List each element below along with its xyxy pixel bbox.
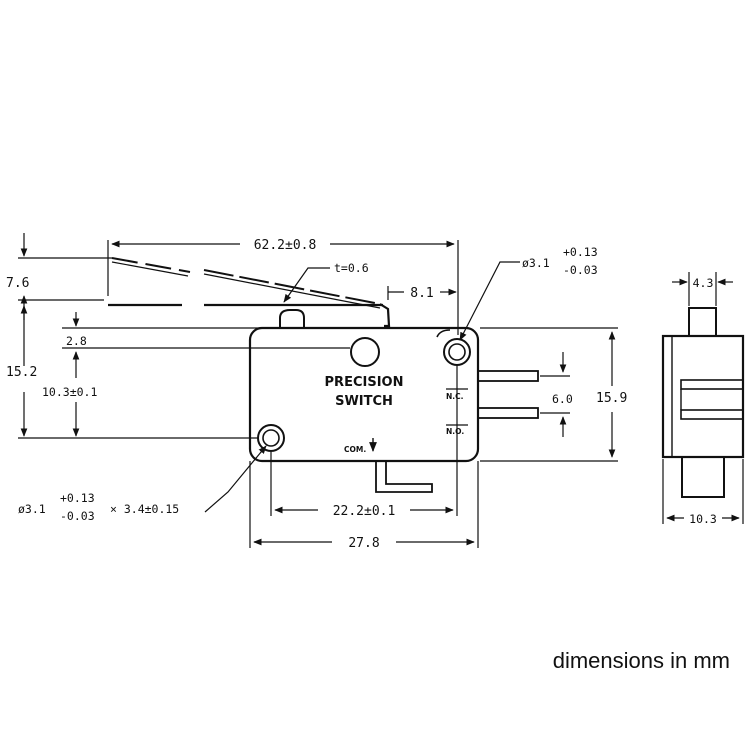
switch-label-line1: PRECISION bbox=[325, 375, 404, 390]
dim-plunger-height: 2.8 bbox=[66, 334, 87, 348]
dim-terminal-spacing: 6.0 bbox=[552, 392, 573, 406]
side-view bbox=[661, 307, 745, 498]
dim-hole-right-tol-minus: -0.03 bbox=[563, 263, 598, 277]
dim-hole-spacing: 22.2±0.1 bbox=[333, 504, 396, 519]
switch-body bbox=[248, 309, 539, 493]
terminal-no-label: N.O. bbox=[446, 427, 464, 436]
dim-side-top-width: 4.3 bbox=[693, 276, 714, 290]
dim-lever-length: 62.2±0.8 bbox=[254, 238, 317, 253]
dim-hole-left-main: ø3.1 bbox=[18, 502, 46, 516]
dim-hole-left-tol-minus: -0.03 bbox=[60, 509, 95, 523]
dim-hole-right-tol-plus: +0.13 bbox=[563, 245, 598, 259]
dim-side-width: 10.3 bbox=[689, 512, 717, 526]
dim-hole-right-main: ø3.1 bbox=[522, 256, 550, 270]
dim-hole-left-suffix: × 3.4±0.15 bbox=[110, 502, 179, 516]
dim-lever-thickness: t=0.6 bbox=[334, 261, 369, 275]
switch-label-line2: SWITCH bbox=[335, 394, 393, 409]
dim-body-height: 15.9 bbox=[596, 391, 627, 406]
terminal-nc-label: N.C. bbox=[446, 392, 464, 401]
dim-overall-height: 15.2 bbox=[6, 365, 37, 380]
terminal-com-label: COM. bbox=[344, 445, 366, 454]
dim-lever-rise: 7.6 bbox=[6, 276, 29, 291]
dim-body-length: 27.8 bbox=[348, 536, 379, 551]
dimension-lines bbox=[18, 233, 744, 548]
dim-lever-offset: 8.1 bbox=[410, 286, 433, 301]
dim-hole-height: 10.3±0.1 bbox=[42, 385, 97, 399]
caption-units: dimensions in mm bbox=[553, 648, 730, 673]
dim-hole-left-tol-plus: +0.13 bbox=[60, 491, 95, 505]
